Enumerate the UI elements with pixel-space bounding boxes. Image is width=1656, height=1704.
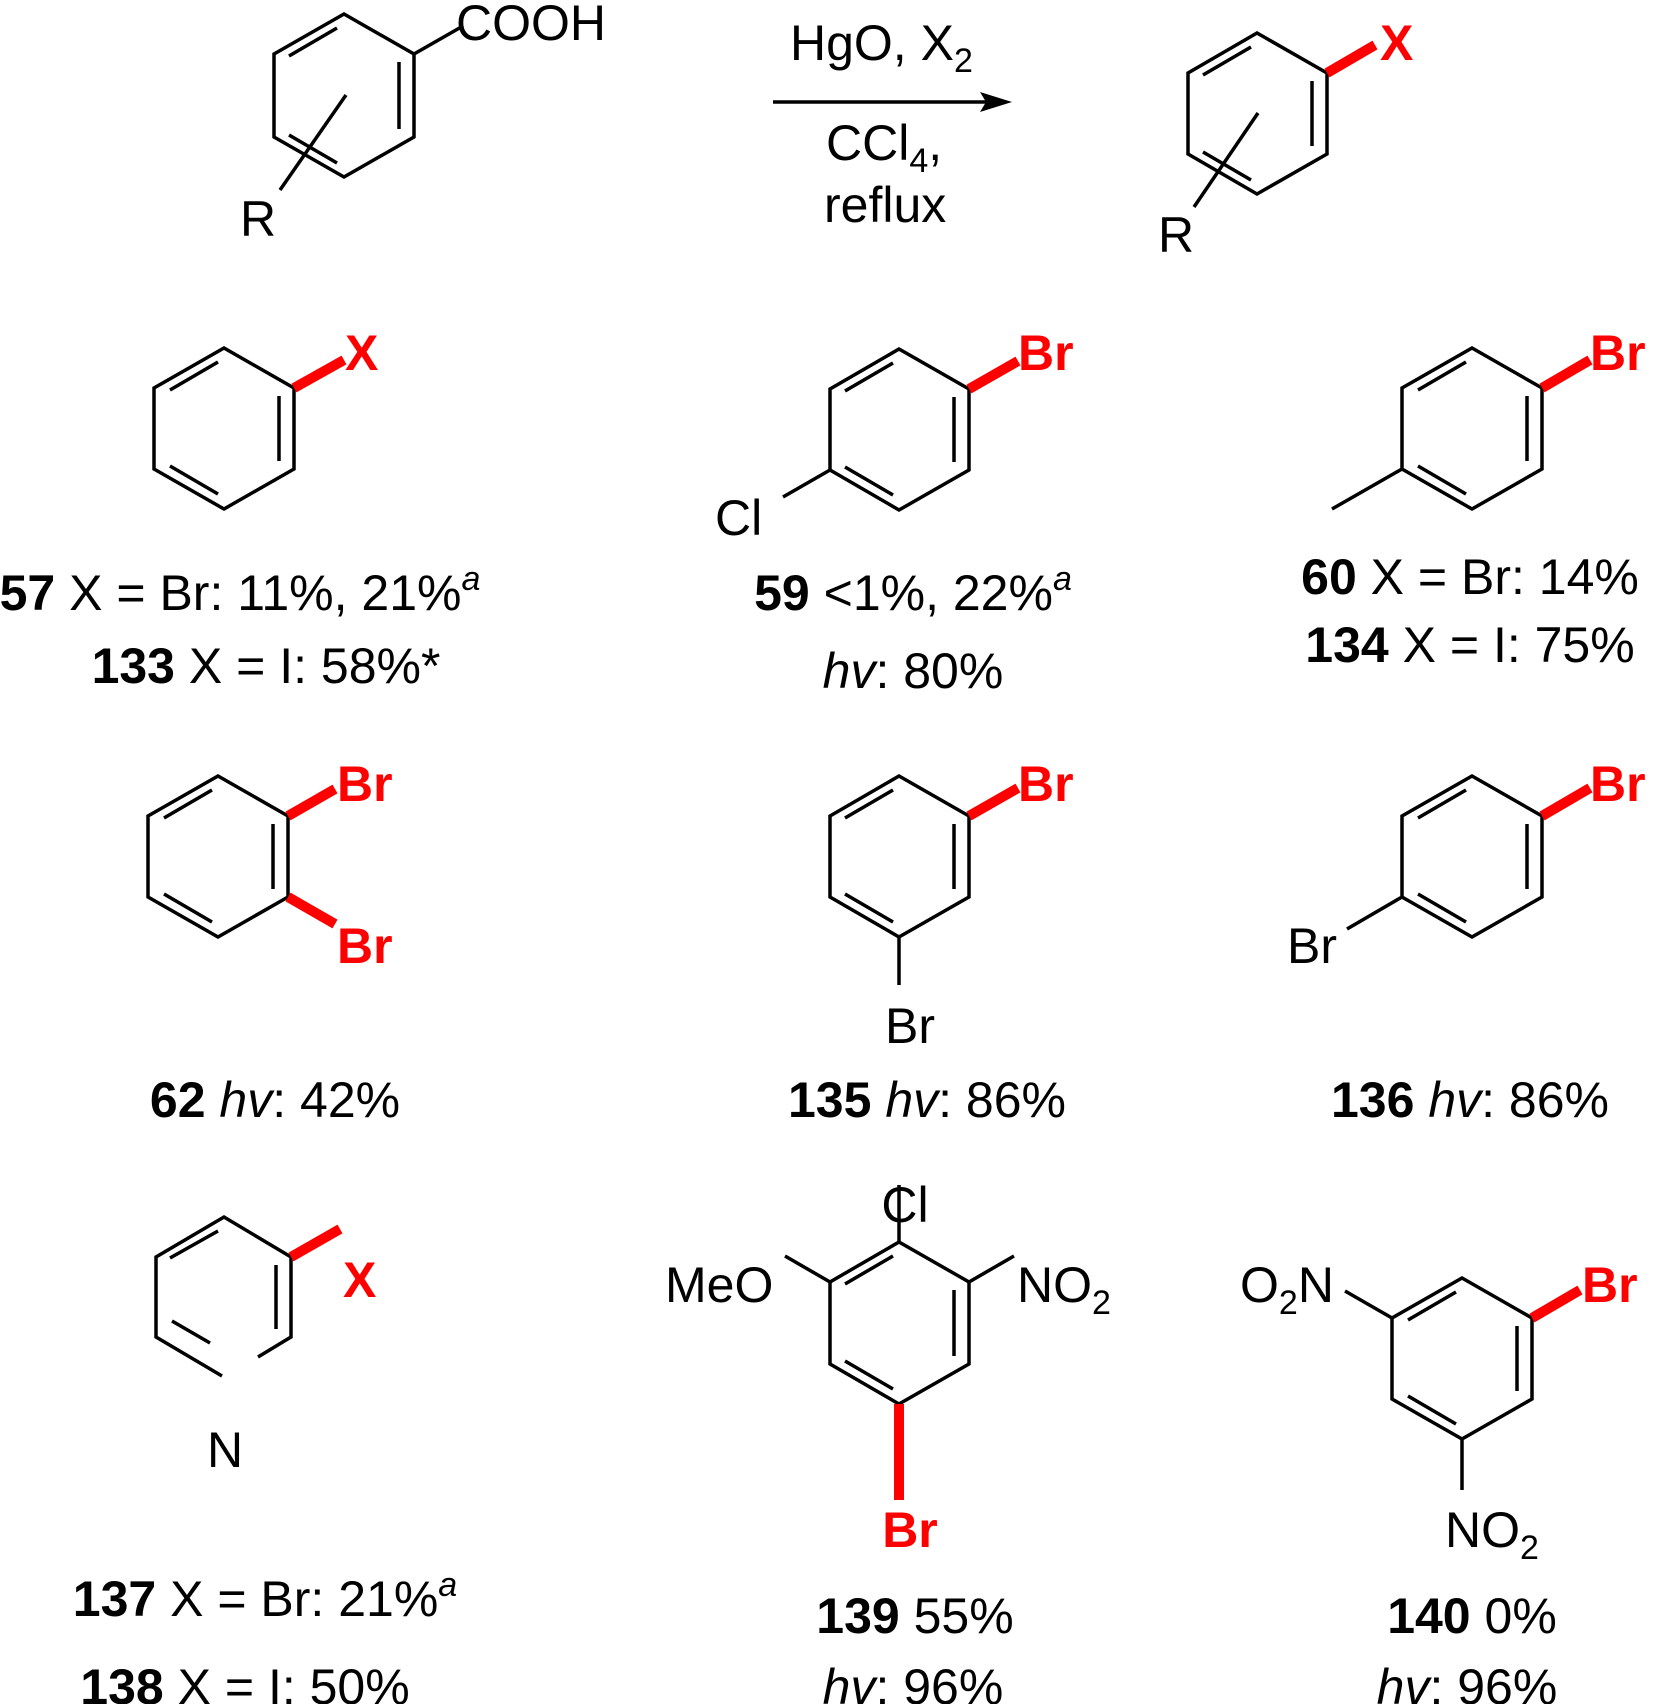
r-label: R xyxy=(240,191,276,247)
c-x-bond xyxy=(1324,40,1378,78)
product-aryl-halide: X R xyxy=(1158,15,1413,263)
caption-60: 60 X = Br: 14% xyxy=(1301,549,1639,605)
caption-137: 137 X = Br: 21%a xyxy=(73,1566,457,1627)
caption-140-hv: hv: 96% xyxy=(1377,1659,1558,1704)
br-substituent-label: Br xyxy=(885,998,935,1054)
caption-133: 133 X = I: 58%* xyxy=(92,638,441,694)
solvent-label: CCl4, xyxy=(826,115,942,180)
arrowhead xyxy=(980,92,1012,112)
compound-57-133: X xyxy=(152,325,378,512)
compound-137-138: X N xyxy=(154,1214,376,1478)
caption-140: 140 0% xyxy=(1387,1588,1557,1644)
x-label: X xyxy=(1380,15,1413,71)
compound-136: Br Br xyxy=(1287,756,1646,974)
reaction-conditions: HgO, X2 CCl4, reflux xyxy=(773,15,1012,233)
compound-139: Cl MeO NO2 Br xyxy=(665,1177,1111,1558)
cooh-label: COOH xyxy=(456,0,606,51)
compound-60-134: Br xyxy=(1331,325,1646,512)
no2-label: NO2 xyxy=(1017,1257,1111,1322)
reactant-benzoic-acid: COOH R xyxy=(240,0,606,247)
r-label: R xyxy=(1158,207,1194,263)
no2-label: NO2 xyxy=(1445,1502,1539,1567)
br-label: Br xyxy=(1018,325,1074,381)
br-substituent-label: Br xyxy=(1287,918,1337,974)
br-label: Br xyxy=(1590,756,1646,812)
caption-59-hv: hv: 80% xyxy=(823,643,1004,699)
caption-136: 136 hv: 86% xyxy=(1331,1072,1609,1128)
caption-134: 134 X = I: 75% xyxy=(1305,617,1634,673)
compound-135: Br Br xyxy=(828,756,1074,1054)
caption-139: 139 55% xyxy=(816,1588,1013,1644)
br-label: Br xyxy=(1018,756,1074,812)
caption-62: 62 hv: 42% xyxy=(150,1072,400,1128)
x-label: X xyxy=(345,325,378,381)
compound-62: Br Br xyxy=(146,756,393,974)
temperature-label: reflux xyxy=(824,177,946,233)
caption-135: 135 hv: 86% xyxy=(788,1072,1066,1128)
meo-label: MeO xyxy=(665,1257,773,1313)
caption-139-hv: hv: 96% xyxy=(823,1659,1004,1704)
compound-59: Br Cl xyxy=(715,325,1074,546)
o2n-label: O2N xyxy=(1240,1257,1334,1322)
cl-label: Cl xyxy=(881,1177,928,1233)
x-label: X xyxy=(343,1252,376,1308)
n-label: N xyxy=(207,1422,243,1478)
compound-140: O2N Br NO2 xyxy=(1240,1257,1638,1567)
caption-138: 138 X = I: 50% xyxy=(80,1659,409,1704)
br-label-1: Br xyxy=(337,756,393,812)
br-label: Br xyxy=(882,1502,938,1558)
caption-57: 57 X = Br: 11%, 21%a xyxy=(0,560,480,621)
br-label-2: Br xyxy=(337,918,393,974)
br-label: Br xyxy=(1590,325,1646,381)
br-label: Br xyxy=(1582,1257,1638,1313)
caption-59: 59 <1%, 22%a xyxy=(754,560,1072,621)
cl-label: Cl xyxy=(715,490,762,546)
reagent-label: HgO, X2 xyxy=(790,15,973,80)
